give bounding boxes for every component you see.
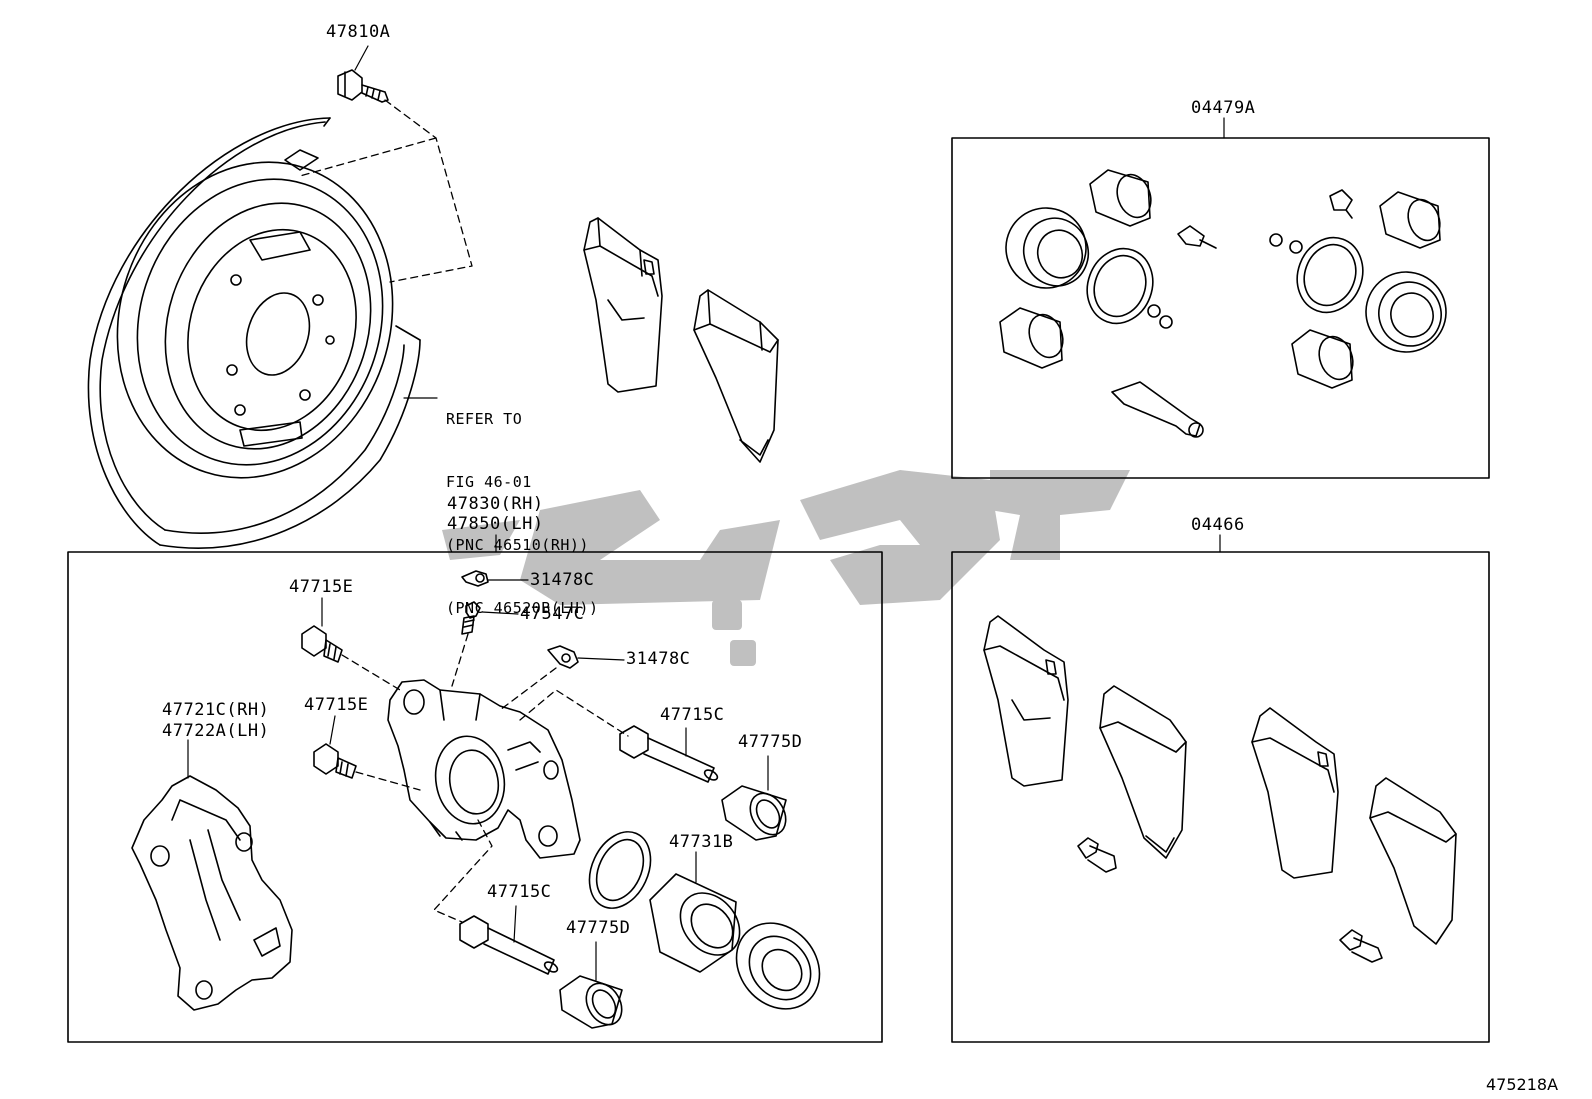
bleeder-47547c-drawing <box>461 601 481 635</box>
piston-47731b-drawing <box>649 873 741 973</box>
piston-seal-drawing <box>588 831 652 909</box>
label-47810a: 47810A <box>326 22 391 42</box>
boot-47775d-a-drawing <box>721 785 787 841</box>
label-47775d-b: 47775D <box>566 918 631 938</box>
refer-note-line-4: (PNC 46520B(LH)) <box>446 599 599 617</box>
label-31478c-a: 31478C <box>530 570 595 590</box>
bolt-47715e-a-drawing <box>301 625 343 663</box>
pin-47715c-a-drawing <box>619 725 719 783</box>
pad-kit-box <box>951 551 1490 1043</box>
label-47731b: 47731B <box>669 832 734 852</box>
bolt-47810a-drawing <box>337 69 389 103</box>
label-caliper-rh: 47830(RH) <box>447 494 544 514</box>
refer-note-line-2: FIG 46-01 <box>446 473 532 491</box>
clip-31478c-2-drawing <box>547 645 579 669</box>
label-mount-lh: 47722A(LH) <box>162 721 270 741</box>
label-47715c-a: 47715C <box>660 705 725 725</box>
dashed-guides-caliper <box>341 633 629 923</box>
label-caliper-lh: 47850(LH) <box>447 514 544 534</box>
label-04479a: 04479A <box>1191 98 1256 118</box>
caliper-body-drawing <box>387 679 581 859</box>
watermark-logo <box>442 470 1130 666</box>
refer-note: REFER TO FIG 46-01 (PNC 46510(RH)) (PNC … <box>446 367 599 640</box>
seal-kit-box <box>951 137 1490 479</box>
pad-kit-parts-drawing <box>983 615 1457 963</box>
figure-id: 475218A <box>1486 1075 1559 1094</box>
label-04466: 04466 <box>1191 515 1245 535</box>
caliper-mount-drawing <box>131 775 293 1011</box>
label-47715e-a: 47715E <box>289 577 354 597</box>
label-47715e-b: 47715E <box>304 695 369 715</box>
label-47775d-a: 47775D <box>738 732 803 752</box>
bolt-47715e-b-drawing <box>313 743 357 779</box>
pin-47715c-b-drawing <box>459 915 559 975</box>
refer-note-line-1: REFER TO <box>446 410 523 428</box>
label-31478c-b: 31478C <box>626 649 691 669</box>
leader-47810a <box>354 45 369 71</box>
backing-plate-drawing <box>87 117 421 549</box>
label-47547c: 47547C <box>520 604 585 624</box>
dust-boot-drawing <box>735 922 821 1010</box>
label-47715c-b: 47715C <box>487 882 552 902</box>
brake-pad-pair-drawing <box>583 217 779 463</box>
refer-note-line-3: (PNC 46510(RH)) <box>446 536 589 554</box>
boot-47775d-b-drawing <box>559 975 623 1029</box>
clip-31478c-drawing <box>461 570 489 587</box>
seal-kit-parts-drawing <box>999 169 1447 438</box>
label-mount-rh: 47721C(RH) <box>162 700 270 720</box>
dashed-guides-top <box>299 99 473 283</box>
caliper-assembly-box <box>67 551 883 1043</box>
